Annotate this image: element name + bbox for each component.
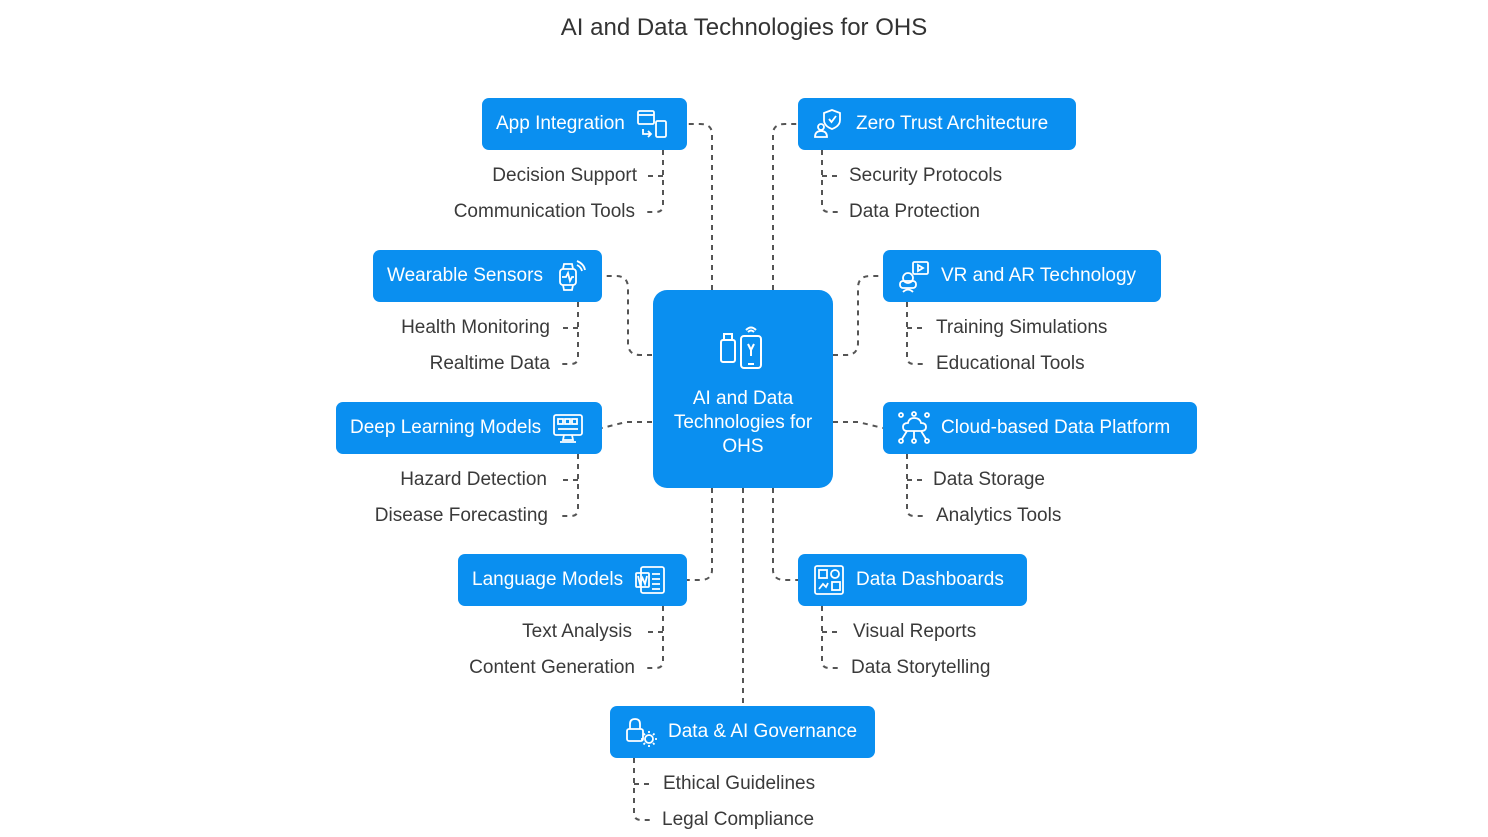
cloud-network-icon <box>897 411 931 445</box>
sub-item: Ethical Guidelines <box>663 773 816 794</box>
node-zero-trust-architecture[interactable]: Zero Trust Architecture <box>798 98 1076 150</box>
governance-gear-icon <box>624 715 658 749</box>
word-document-icon <box>633 563 667 597</box>
vr-headset-icon <box>897 259 931 293</box>
node-label: Deep Learning Models <box>350 417 542 438</box>
sub-item: Realtime Data <box>429 353 550 374</box>
node-data-ai-governance[interactable]: Data & AI Governance <box>610 706 875 758</box>
sub-item: Hazard Detection <box>400 469 547 490</box>
sub-item: Text Analysis <box>522 621 632 642</box>
sub-item: Communication Tools <box>453 201 635 222</box>
node-data-dashboards[interactable]: Data Dashboards <box>798 554 1027 606</box>
sub-item: Educational Tools <box>936 353 1085 374</box>
sub-item: Content Generation <box>469 657 635 678</box>
connector-vr-ar <box>833 275 883 356</box>
sub-item: Training Simulations <box>936 317 1108 338</box>
sub-item: Health Monitoring <box>401 317 550 338</box>
node-app-integration[interactable]: App Integration <box>482 98 687 150</box>
node-language-models[interactable]: Language Models <box>458 554 687 606</box>
connector-dashboards <box>772 488 798 581</box>
node-wearable-sensors[interactable]: Wearable Sensors <box>373 250 602 302</box>
node-deep-learning-models[interactable]: Deep Learning Models <box>336 402 602 454</box>
dashboard-icon <box>812 563 846 597</box>
connector-zero-trust <box>772 123 798 290</box>
node-label: Data Dashboards <box>856 569 1004 590</box>
connector-wearable <box>602 275 652 356</box>
node-label: VR and AR Technology <box>941 265 1137 286</box>
node-label: Data & AI Governance <box>668 721 858 742</box>
sub-item: Visual Reports <box>853 621 977 642</box>
center-hub: AI and Data Technologies for OHS <box>653 290 833 488</box>
neural-computer-icon <box>551 411 585 445</box>
smartwatch-icon <box>553 259 587 293</box>
connector-cloud <box>833 421 884 429</box>
node-label: Language Models <box>472 569 624 590</box>
sub-item: Data Storage <box>933 469 1045 490</box>
connector-language <box>687 488 713 581</box>
node-label: App Integration <box>496 113 625 134</box>
node-label: Cloud-based Data Platform <box>941 417 1171 438</box>
sub-item: Disease Forecasting <box>374 505 548 526</box>
node-label: Wearable Sensors <box>387 265 543 286</box>
sub-item: Analytics Tools <box>936 505 1062 526</box>
node-cloud-data-platform[interactable]: Cloud-based Data Platform <box>883 402 1197 454</box>
ai-devices-icon <box>715 320 771 381</box>
diagram-title: AI and Data Technologies for OHS <box>560 14 928 41</box>
security-shield-icon <box>812 107 846 141</box>
node-vr-ar-technology[interactable]: VR and AR Technology <box>883 250 1161 302</box>
app-integration-icon <box>635 107 669 141</box>
sub-item: Legal Compliance <box>662 809 815 830</box>
center-label: AI and Data Technologies for OHS <box>673 387 813 457</box>
connector-deep-learning <box>601 421 652 429</box>
sub-item: Decision Support <box>492 165 637 186</box>
connector-app-integration <box>687 123 713 290</box>
node-label: Zero Trust Architecture <box>856 113 1049 134</box>
sub-item: Data Storytelling <box>851 657 991 678</box>
sub-item: Data Protection <box>849 201 980 222</box>
sub-item: Security Protocols <box>849 165 1003 186</box>
